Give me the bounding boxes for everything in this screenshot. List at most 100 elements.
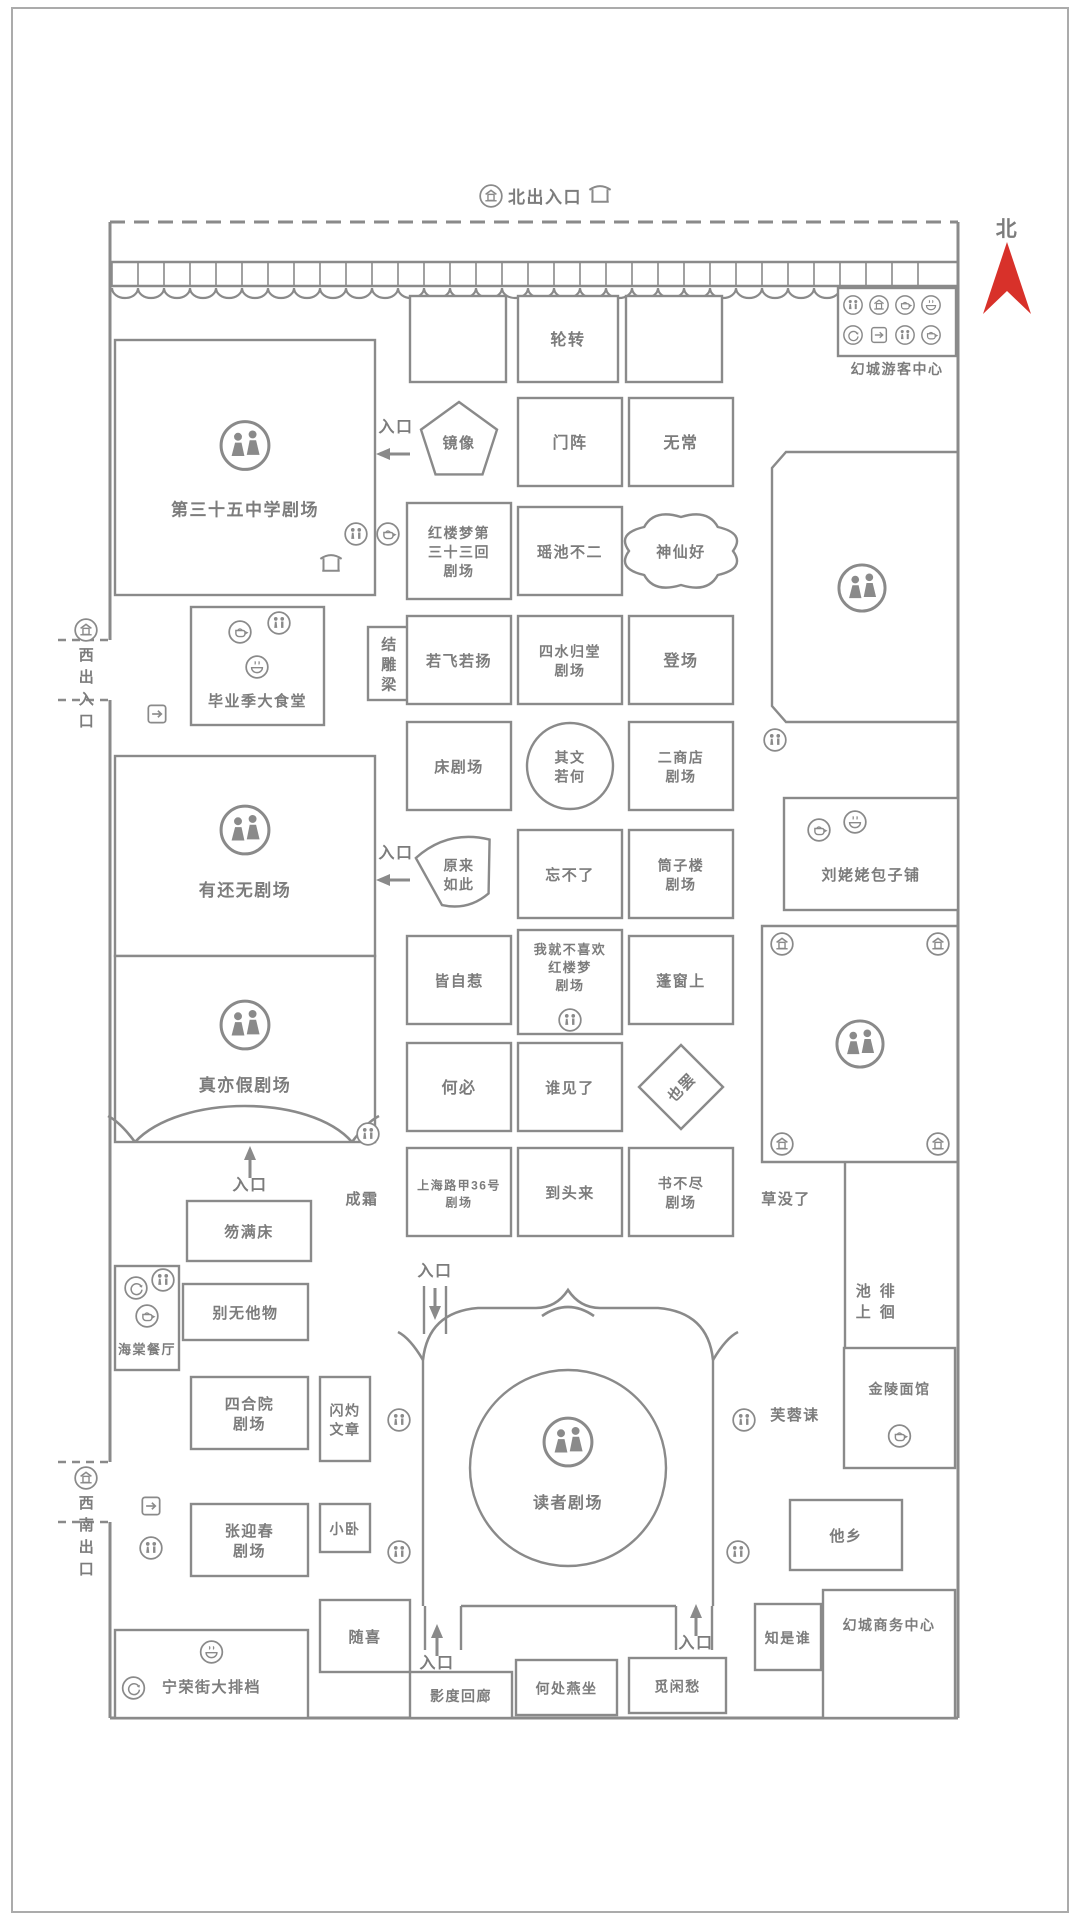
entrance-arrowhead [690,1604,702,1618]
wc-icon [726,1540,750,1564]
room-outline [514,1658,619,1717]
entrance-marker: 入口 [419,1624,454,1672]
entrance-label: 入口 [378,844,413,862]
entrance-label: 入口 [378,418,413,436]
room-label: 镜像 [442,434,475,452]
room-zhishishei: 知是谁 [753,1602,823,1672]
room-label: 何处燕坐 [536,1681,598,1697]
room-label: 他乡 [828,1527,862,1545]
room-pengchuangshang: 蓬窗上 [627,934,735,1026]
room-label: 蓬窗上 [656,972,706,990]
room-outline [516,1041,624,1133]
room-label: 第三十五中学剧场 [171,500,319,520]
room-ruofeiruoyang: 若飞若扬 [405,614,513,706]
room-outline [627,396,735,488]
room-hechuyanzuo: 何处燕坐 [514,1658,619,1717]
entrance-marker: 入口 [376,418,413,460]
courtyard-gate-finial [541,1305,595,1318]
entrance-arrowhead [376,874,390,886]
room-label: 影度回廊 [430,1688,492,1704]
building-icon [869,295,889,315]
recycle-icon [121,1676,146,1700]
room-outline [623,513,739,589]
room-label: 若飞若扬 [425,652,492,670]
room-label: 无常 [662,433,698,452]
room-outline [405,934,513,1026]
room-shanghailu36: 上海路甲36号剧场 [405,1146,513,1238]
room-jiediaoliang: 结雕梁 [366,625,413,702]
room-outline [627,720,735,812]
north-gate-label: 北出入口 [508,187,582,207]
wc-icon [895,325,915,345]
room-daotoulai: 到头来 [516,1146,624,1238]
room-suixi: 随喜 [318,1598,412,1674]
wc-icon [356,1122,380,1146]
room-label: 登场 [662,651,698,670]
room-yingduhuilang: 影度回廊 [408,1670,514,1720]
room-outline [468,1368,668,1568]
room-label: 四合院剧场 [225,1395,275,1433]
room-label: 床剧场 [434,758,484,776]
room-jinling-mianguan: 金陵面馆 [842,1346,957,1470]
room-shubujin: 书不尽剧场 [627,1146,735,1238]
room-box-right [624,294,724,384]
roof-tile-scallops [110,287,946,300]
room-wuchang: 无常 [627,396,735,488]
room-jingxiang: 镜像 [419,400,499,476]
room-shanzhuowenzhang: 闪灼文章 [318,1375,372,1463]
bowl-icon [199,1640,224,1664]
wc-icon [387,1540,411,1564]
paihuai-col1-label: 徘徊 [880,1282,897,1321]
labels-layer: 北出入口西出入口西南出口成霜草没了徘徊池上芙蓉诔幻城游客中心入口入口入口入口入口… [79,187,1031,1672]
room-label: 真亦假剧场 [199,1075,292,1095]
building-icon [74,618,98,642]
room-outline [788,1498,904,1572]
room-honglou33: 红楼梦第三十三回剧场 [405,501,513,601]
room-yaochibuer: 瑶池不二 [516,505,624,597]
room-outline [366,625,413,702]
room-liulaolao-baozipu: 刘姥姥包子铺 [782,796,960,912]
room-yuanlairuci: 原来如此 [414,835,491,908]
door-icon [870,326,888,344]
room-outline [627,828,735,920]
decor-layer [107,1104,739,1361]
room-label: 毕业季大食堂 [208,692,307,710]
room-sheijianle: 谁见了 [516,1041,624,1133]
room-outline [405,1041,513,1133]
room-dengchang: 登场 [627,614,735,706]
courtyard-gate-roof [421,1287,715,1361]
room-tongzilou: 筒子楼剧场 [627,828,735,920]
tea-icon [228,620,252,644]
room-label: 海棠餐厅 [118,1342,176,1357]
room-outline [419,400,499,476]
wc-icon [387,1408,411,1432]
entrance-arrowhead [244,1146,256,1160]
room-label: 原来如此 [444,858,475,893]
room-xiaowo: 小卧 [318,1502,372,1554]
room-label: 有还无剧场 [199,880,292,900]
bowl-icon [843,810,867,834]
bowl-icon [245,655,269,679]
room-outline [782,796,960,912]
entrance-label: 入口 [419,1654,454,1672]
paihuai-col2-label: 池上 [856,1282,873,1321]
theater-icon [835,1019,885,1069]
theater-icon [219,420,271,471]
entrance-marker: 入口 [376,844,413,886]
room-outline [516,614,624,706]
room-duzhe-juchang: 读者剧场 [468,1368,668,1568]
gate-icon [588,185,612,203]
room-outline [181,1282,310,1342]
room-hebi: 何必 [405,1041,513,1133]
entrance-label: 入口 [417,1262,452,1280]
tea-icon [895,295,915,315]
entrance-label: 入口 [678,1634,713,1652]
room-outline [405,1146,513,1238]
room-shangwu-zhongxin: 幻城商务中心 [821,1588,957,1720]
visitor-center-label: 幻城游客中心 [851,361,944,377]
wc-icon [151,1268,175,1292]
wc-icon [558,1008,582,1032]
room-label: 知是谁 [765,1630,812,1646]
wc-icon [267,611,291,635]
wall-line [423,1606,714,1650]
